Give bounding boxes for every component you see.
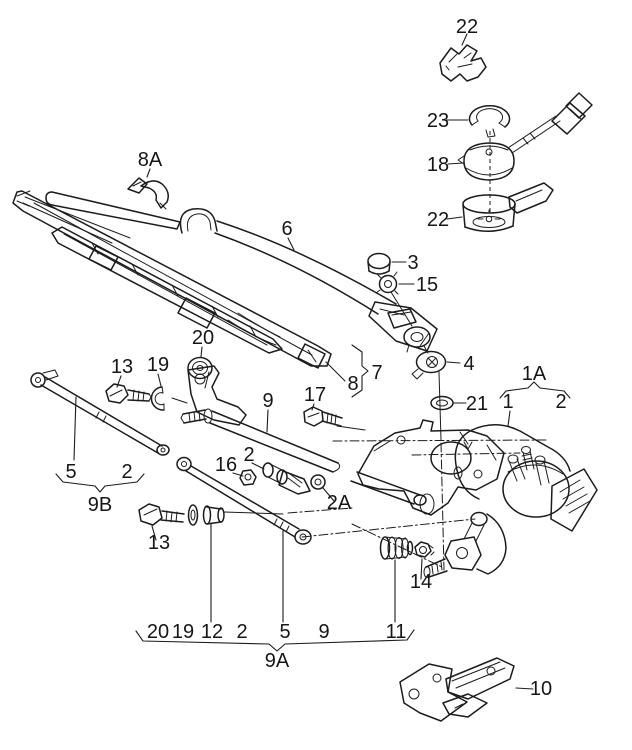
callout-19-bearing-clip: 19 — [147, 354, 169, 376]
crank-arm-nut-part — [414, 541, 435, 558]
callout-labels: 22 23 18 22 8A 6 3 15 7 8 4 21 20 13 19 … — [65, 16, 566, 700]
callout-6-wiper-arm: 6 — [281, 218, 292, 240]
wiper-blade-part — [12, 190, 332, 369]
callout-9A-linkage-assembly: 9A — [265, 650, 290, 672]
callout-2-left-rod-pin: 2 — [121, 461, 132, 483]
centerlines — [301, 371, 549, 571]
arm-cap-clip-part — [127, 177, 169, 210]
crank-grommet-part — [379, 536, 414, 560]
center-mount-bracket-part — [357, 419, 505, 516]
brace-9A — [135, 629, 415, 652]
pivot-cap-part — [411, 350, 447, 380]
callout-1A-motor-assembly: 1A — [522, 363, 547, 385]
callout-22-sensor-clip: 22 — [456, 16, 478, 38]
callout-row-9: 9 — [318, 621, 329, 643]
sensor-cable-connector — [507, 92, 593, 154]
brace-1A — [499, 381, 571, 399]
brace-9B — [55, 473, 145, 493]
callout-8-wiper-blade: 8 — [347, 373, 358, 395]
callout-row-5: 5 — [279, 621, 290, 643]
wiper-motor-part — [453, 424, 598, 532]
callout-row-20: 20 — [147, 621, 169, 643]
shaft-cap-part — [367, 252, 391, 275]
crank-bushing-part — [310, 474, 326, 490]
callout-2A-crank-bushing: 2A — [327, 492, 352, 514]
crank-nut-part — [239, 469, 257, 486]
callout-20-frame-grommet: 20 — [192, 327, 214, 349]
callout-14-crank-arm-nut: 14 — [410, 571, 432, 593]
motor-crank-part — [423, 511, 507, 578]
callout-9-frame-tube: 9 — [262, 390, 273, 412]
pivot-bearing-part — [180, 365, 247, 426]
callout-2-motor-part: 2 — [555, 391, 566, 413]
callout-9B-rod-assembly: 9B — [88, 494, 112, 516]
callout-16-crank-nut: 16 — [215, 454, 237, 476]
callout-22-sensor-cup: 22 — [427, 209, 449, 231]
callout-23-sensor-ring: 23 — [427, 110, 449, 132]
callout-15-arm-nut: 15 — [416, 274, 438, 296]
wiper-arm-part — [179, 208, 438, 354]
callout-row-11: 11 — [386, 621, 407, 643]
callout-8A-arm-cap-clip: 8A — [138, 149, 163, 171]
arm-nut-part — [375, 271, 413, 327]
bearing-clip-part — [150, 386, 188, 411]
callout-10-mount-bracket: 10 — [530, 678, 552, 700]
callout-4-pivot-cap: 4 — [463, 353, 474, 375]
callout-row-2: 2 — [236, 621, 247, 643]
sensor-ring-part — [468, 105, 511, 138]
callout-17-bracket-bolt: 17 — [304, 384, 326, 406]
callout-7-arm-assembly: 7 — [371, 362, 382, 384]
brace-7 — [351, 344, 369, 398]
callout-2-crank-pin: 2 — [243, 444, 254, 466]
bracket-bolt-part — [303, 406, 366, 431]
lower-link-rod-part — [176, 456, 312, 545]
sensor-clip-part — [439, 44, 487, 82]
frame-tube-part — [209, 410, 427, 506]
callout-1-motor: 1 — [502, 391, 513, 413]
callout-21-pivot-grommet: 21 — [466, 393, 488, 415]
leader-lines — [73, 33, 534, 690]
mount-bracket-part — [399, 657, 515, 722]
left-link-rod-part — [30, 369, 170, 456]
callout-3-shaft-cap: 3 — [407, 252, 418, 274]
sensor-cup-part — [462, 182, 554, 232]
callout-5-left-rod: 5 — [65, 461, 76, 483]
callout-18-sensor-housing: 18 — [427, 154, 449, 176]
callout-13-frame-bolt: 13 — [111, 356, 133, 378]
callout-13-lower-bolt: 13 — [148, 532, 170, 554]
frame-bolt-part — [105, 383, 152, 404]
callout-row-19: 19 — [172, 621, 194, 643]
callout-row-12: 12 — [201, 621, 223, 643]
crank-pin-part — [262, 462, 311, 495]
lower-bolt-part — [138, 503, 353, 526]
